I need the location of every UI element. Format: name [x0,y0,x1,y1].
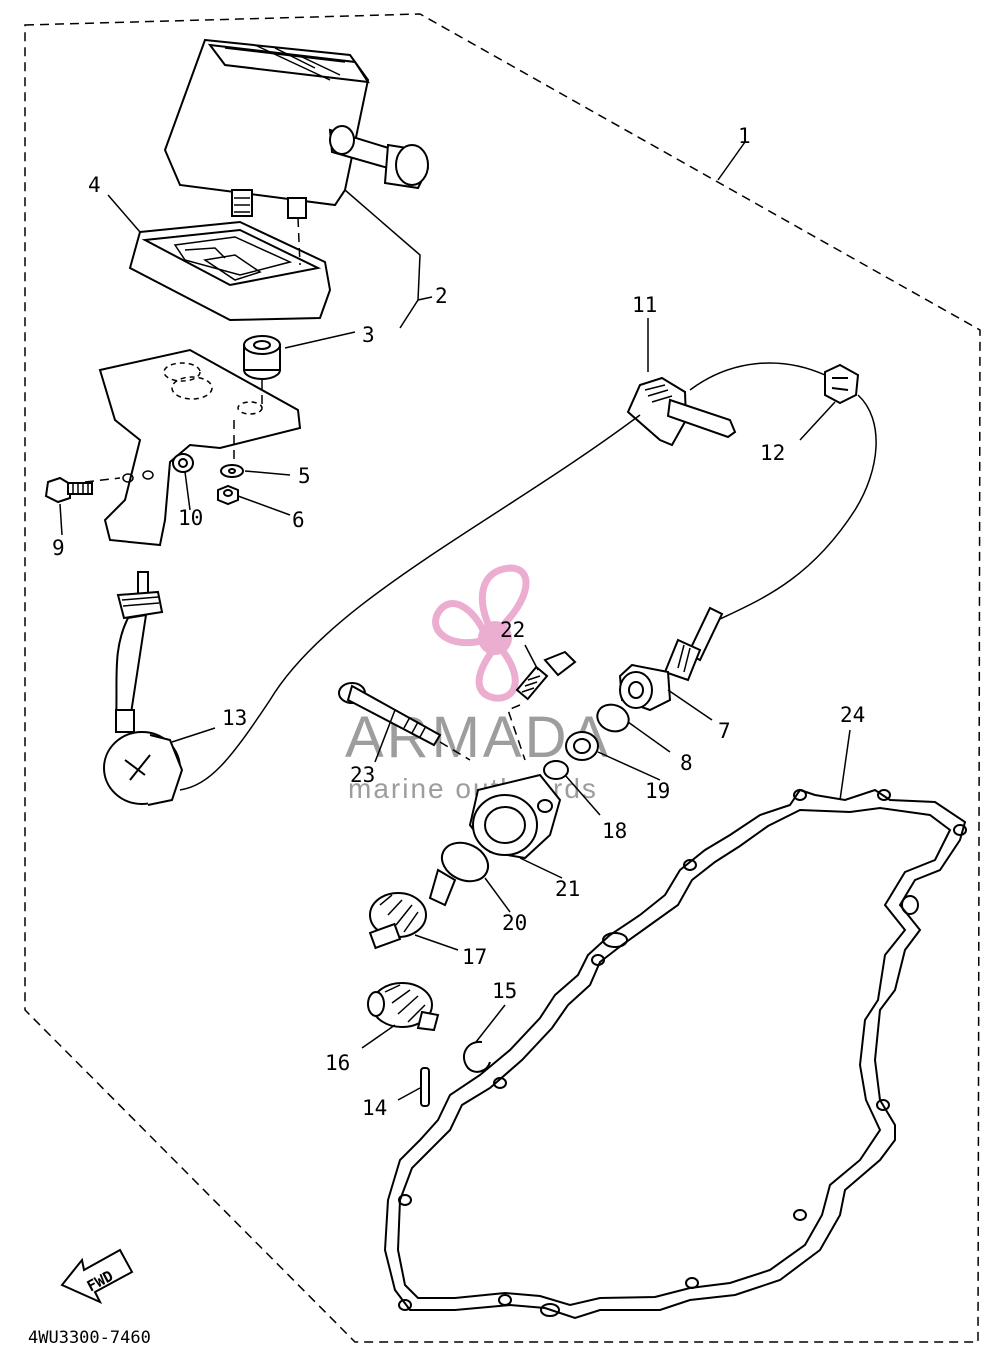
o-ring-20 [440,841,490,883]
callout-1: 1 [738,124,751,148]
cable-clamp [824,363,860,405]
callout-5: 5 [298,464,311,488]
drawing-code: 4WU3300-7460 [28,1328,151,1348]
circlip-15 [463,1040,491,1073]
driven-gear-16 [367,982,440,1032]
pin-14 [420,1067,430,1107]
crankcase-cover-gasket [383,788,967,1320]
grommet [243,335,281,380]
speedometer-driven-shaft [618,606,724,712]
housing-alignment-lines [439,704,526,761]
callout-10: 10 [178,506,203,530]
o-ring-8 [596,703,630,733]
bolt-23 [338,682,442,747]
cable-holder [626,376,737,447]
callout-17: 17 [462,945,487,969]
callout-24: 24 [840,703,865,727]
drive-gear-17 [368,868,457,950]
callout-4: 4 [88,173,101,197]
callout-7: 7 [718,719,731,743]
drive-gear-housing [468,773,562,860]
callout-12: 12 [760,441,785,465]
meter-stay-bracket [98,348,302,547]
callout-3: 3 [362,323,375,347]
callout-19: 19 [645,779,670,803]
armada-watermark: ARMADA marine outboards [345,564,608,804]
callout-16: 16 [325,1051,350,1075]
callout-6: 6 [292,508,305,532]
callout-labels: 1 2 3 4 5 6 7 8 9 10 11 12 13 14 15 16 1… [52,124,865,1120]
callout-13: 13 [222,706,247,730]
callout-2: 2 [435,284,448,308]
leader-lines [59,141,851,1101]
callout-23: 23 [350,763,375,787]
callout-15: 15 [492,979,517,1003]
propeller-logo-icon [432,564,530,702]
callout-11: 11 [632,293,657,317]
callout-21: 21 [555,877,580,901]
cable-gear-unit [103,571,184,806]
meter-cushion [128,220,332,322]
speedometer [163,38,430,219]
speedometer-cable [179,362,877,791]
oil-seal-19 [565,731,599,761]
fwd-arrow-icon: FWD [60,1248,134,1305]
callout-8: 8 [680,751,693,775]
washer-18 [543,760,569,780]
bolt-22 [515,650,577,701]
callout-9: 9 [52,536,65,560]
callout-14: 14 [362,1096,387,1120]
callout-22: 22 [500,618,525,642]
callout-18: 18 [602,819,627,843]
assembly-boundary [24,13,981,1343]
callout-20: 20 [502,911,527,935]
hardware-small [44,453,244,506]
alignment-lines [84,217,301,483]
